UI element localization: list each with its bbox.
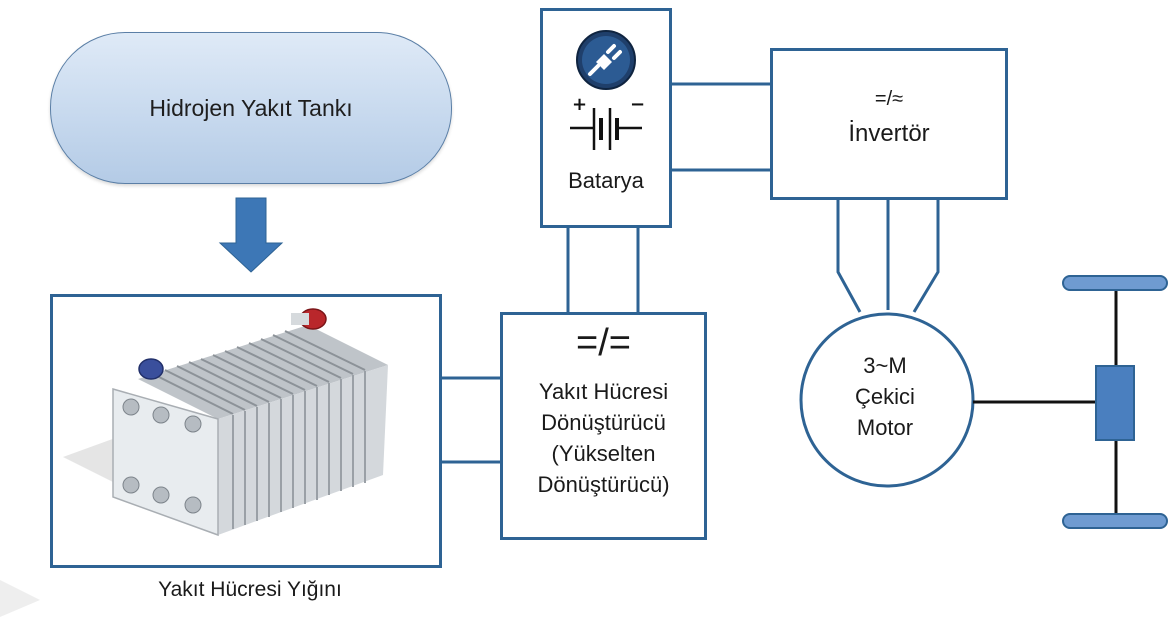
battery-minus-sign: −	[630, 94, 645, 115]
battery-symbol-icon: + −	[570, 94, 645, 150]
motor-line: Çekici	[855, 384, 915, 409]
inverter-label: İnvertör	[848, 120, 930, 147]
axle-wheels-icon	[1062, 275, 1168, 529]
converter-text: Yakıt Hücresi Dönüştürücü (Yükselten Dön…	[500, 376, 707, 500]
inverter-box	[770, 48, 1008, 200]
fuel-cell-stack-caption: Yakıt Hücresi Yığını	[158, 578, 342, 601]
inverter-symbol: =/≈	[874, 88, 904, 110]
motor-line: Motor	[856, 415, 914, 440]
converter-line: (Yükselten	[551, 441, 656, 466]
battery-plus-sign: +	[572, 94, 587, 115]
fuel-cell-stack-image	[63, 308, 388, 537]
hydrogen-tank-label: Hidrojen Yakıt Tankı	[149, 94, 353, 121]
phase-line-right	[912, 200, 940, 313]
motor-circle	[799, 312, 975, 488]
converter-symbol: =/=	[576, 322, 631, 364]
converter-line: Dönüştürücü)	[537, 472, 670, 497]
plug-icon	[576, 30, 636, 90]
page-corner-shadow	[0, 580, 40, 617]
motor-line: 3~M	[863, 353, 907, 378]
fuel-cell-stack-box	[50, 294, 442, 568]
battery-label: Batarya	[568, 168, 644, 193]
motor-text: 3~M Çekici Motor	[795, 350, 975, 443]
converter-line: Dönüştürücü	[541, 410, 666, 435]
hydrogen-tank: Hidrojen Yakıt Tankı	[50, 32, 452, 184]
phase-line-left	[836, 200, 862, 313]
converter-box	[500, 312, 707, 540]
converter-line: Yakıt Hücresi	[538, 379, 669, 404]
down-arrow-icon	[218, 197, 284, 273]
